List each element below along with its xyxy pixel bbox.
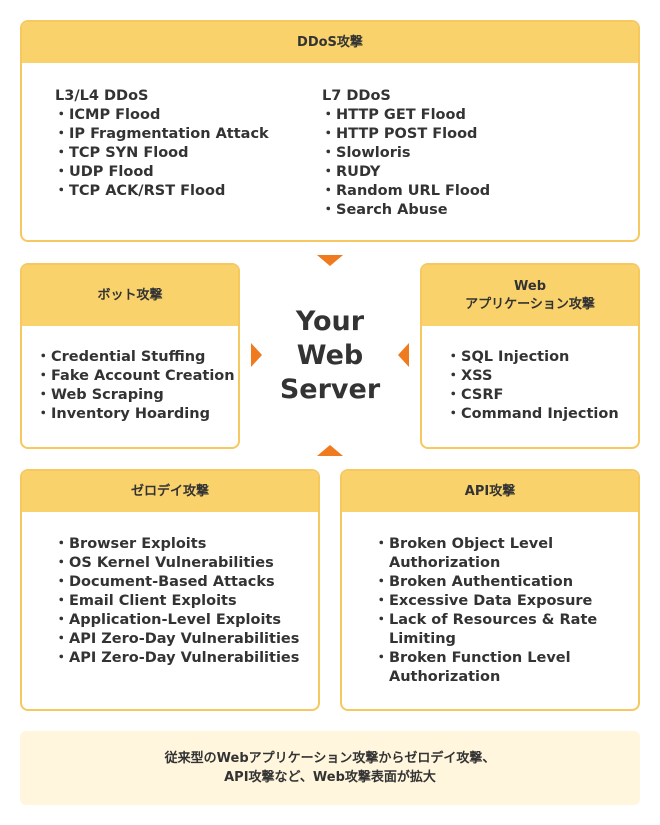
summary-footer: 従来型のWebアプリケーション攻撃からゼロデイ攻撃、 API攻撃など、Web攻撃… bbox=[20, 731, 640, 805]
list-item: Document-Based Attacks bbox=[54, 573, 299, 592]
list-item: RUDY bbox=[321, 163, 490, 182]
list-item: Broken Function Level Authorization bbox=[374, 649, 605, 687]
list-item: Application-Level Exploits bbox=[54, 611, 299, 630]
center-label-line: Server bbox=[279, 374, 381, 405]
web-app-attack-card-header: Web アプリケーション攻撃 bbox=[422, 265, 638, 326]
l7-ddos-column: L7 DDoS HTTP GET Flood HTTP POST Flood S… bbox=[321, 87, 490, 220]
center-label-line: Your bbox=[295, 306, 365, 337]
web-app-attack-card-body: SQL Injection XSS CSRF Command Injection bbox=[422, 326, 638, 447]
ddos-card-header: DDoS攻撃 bbox=[22, 22, 638, 63]
web-app-attack-card-title-line2: アプリケーション攻撃 bbox=[465, 296, 595, 312]
web-app-attack-list: SQL Injection XSS CSRF Command Injection bbox=[446, 348, 619, 424]
bot-attack-card: ボット攻撃 Credential Stuffing Fake Account C… bbox=[20, 263, 240, 449]
list-item: CSRF bbox=[446, 386, 619, 405]
list-item: Inventory Hoarding bbox=[36, 405, 235, 424]
list-item: API Zero-Day Vulnerabilities bbox=[54, 630, 299, 649]
l7-ddos-title: L7 DDoS bbox=[322, 88, 391, 104]
summary-line-2: API攻撃など、Web攻撃表面が拡大 bbox=[224, 770, 436, 785]
list-item: Credential Stuffing bbox=[36, 348, 235, 367]
l34-ddos-column: L3/L4 DDoS ICMP Flood IP Fragmentation A… bbox=[54, 87, 269, 201]
list-item: XSS bbox=[446, 367, 619, 386]
list-item: HTTP POST Flood bbox=[321, 125, 490, 144]
list-item: Broken Object Level Authorization bbox=[374, 535, 605, 573]
list-item: TCP SYN Flood bbox=[54, 144, 269, 163]
arrow-right-icon bbox=[251, 343, 262, 367]
list-item: Excessive Data Exposure bbox=[374, 592, 605, 611]
l34-ddos-title: L3/L4 DDoS bbox=[55, 88, 149, 104]
api-attack-card-body: Broken Object Level Authorization Broken… bbox=[342, 512, 638, 709]
web-app-attack-card: Web アプリケーション攻撃 SQL Injection XSS CSRF Co… bbox=[420, 263, 640, 449]
list-item: Web Scraping bbox=[36, 386, 235, 405]
zero-day-attack-card-header: ゼロデイ攻撃 bbox=[22, 471, 318, 512]
arrow-up-icon bbox=[317, 445, 343, 456]
list-item: ICMP Flood bbox=[54, 106, 269, 125]
l7-ddos-list: HTTP GET Flood HTTP POST Flood Slowloris… bbox=[321, 106, 490, 220]
ddos-card: DDoS攻撃 L3/L4 DDoS ICMP Flood IP Fragment… bbox=[20, 20, 640, 242]
list-item: IP Fragmentation Attack bbox=[54, 125, 269, 144]
list-item: Search Abuse bbox=[321, 201, 490, 220]
arrow-down-icon bbox=[317, 255, 343, 266]
api-attack-list: Broken Object Level Authorization Broken… bbox=[374, 535, 605, 687]
bot-attack-card-title: ボット攻撃 bbox=[97, 287, 163, 303]
zero-day-attack-card-title: ゼロデイ攻撃 bbox=[130, 483, 209, 499]
api-attack-card-header: API攻撃 bbox=[342, 471, 638, 512]
api-attack-card: API攻撃 Broken Object Level Authorization … bbox=[340, 469, 640, 711]
list-item: Email Client Exploits bbox=[54, 592, 299, 611]
summary-line-1: 従来型のWebアプリケーション攻撃からゼロデイ攻撃、 bbox=[164, 751, 496, 766]
web-app-attack-card-title-line1: Web bbox=[514, 278, 546, 294]
zero-day-attack-card-body: Browser Exploits OS Kernel Vulnerabiliti… bbox=[22, 512, 318, 709]
list-item: UDP Flood bbox=[54, 163, 269, 182]
list-item: HTTP GET Flood bbox=[321, 106, 490, 125]
list-item: API Zero-Day Vulnerabilities bbox=[54, 649, 299, 668]
l34-ddos-list: ICMP Flood IP Fragmentation Attack TCP S… bbox=[54, 106, 269, 201]
list-item: Browser Exploits bbox=[54, 535, 299, 554]
center-label-line: Web bbox=[296, 340, 364, 371]
list-item: Slowloris bbox=[321, 144, 490, 163]
zero-day-attack-card: ゼロデイ攻撃 Browser Exploits OS Kernel Vulner… bbox=[20, 469, 320, 711]
zero-day-attack-list: Browser Exploits OS Kernel Vulnerabiliti… bbox=[54, 535, 299, 668]
your-web-server-label: Your Web Server bbox=[250, 305, 410, 407]
bot-attack-card-header: ボット攻撃 bbox=[22, 265, 238, 326]
ddos-card-title: DDoS攻撃 bbox=[297, 34, 363, 50]
ddos-card-body: L3/L4 DDoS ICMP Flood IP Fragmentation A… bbox=[22, 63, 638, 240]
list-item: TCP ACK/RST Flood bbox=[54, 182, 269, 201]
list-item: Random URL Flood bbox=[321, 182, 490, 201]
list-item: Lack of Resources & Rate Limiting bbox=[374, 611, 605, 649]
bot-attack-card-body: Credential Stuffing Fake Account Creatio… bbox=[22, 326, 238, 447]
list-item: SQL Injection bbox=[446, 348, 619, 367]
list-item: Broken Authentication bbox=[374, 573, 605, 592]
list-item: OS Kernel Vulnerabilities bbox=[54, 554, 299, 573]
arrow-left-icon bbox=[398, 343, 409, 367]
api-attack-card-title: API攻撃 bbox=[464, 483, 516, 499]
list-item: Command Injection bbox=[446, 405, 619, 424]
bot-attack-list: Credential Stuffing Fake Account Creatio… bbox=[36, 348, 235, 424]
list-item: Fake Account Creation bbox=[36, 367, 235, 386]
